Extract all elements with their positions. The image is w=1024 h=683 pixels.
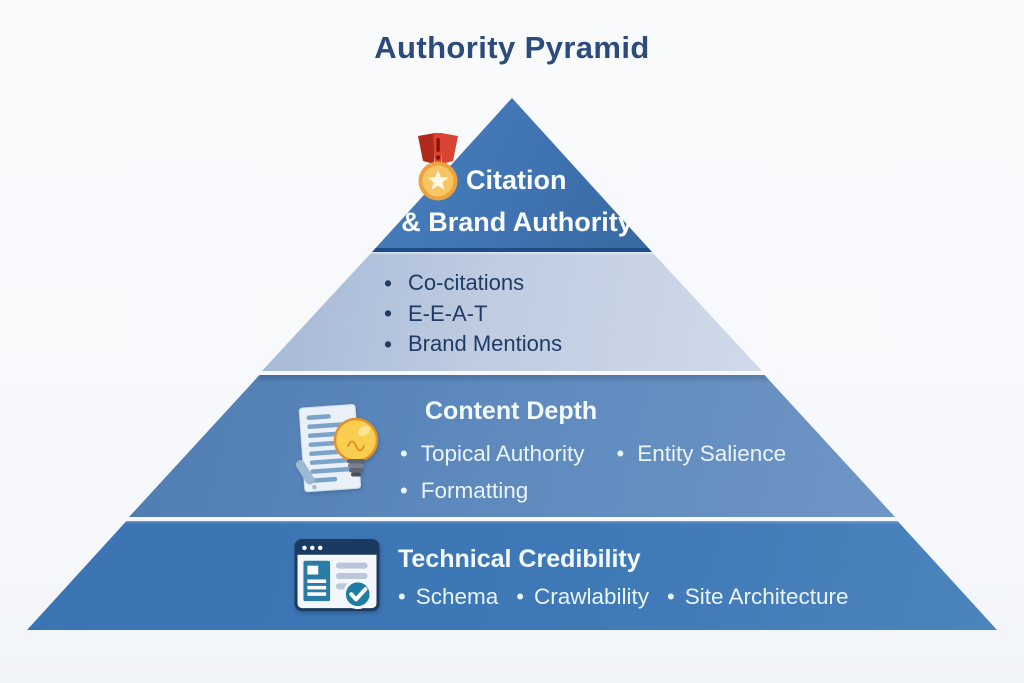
bullet-dot: • (666, 584, 675, 609)
bullet-dot: • (384, 330, 393, 357)
bullet-dot: • (384, 300, 393, 327)
tier-content-depth (129, 375, 895, 517)
bullet-dot: • (516, 584, 524, 609)
list-item: • Formatting (400, 476, 528, 506)
tier-technical-credibility (27, 521, 997, 630)
list-item: • Entity Salience (617, 439, 787, 469)
list-item: • Co-citations (384, 268, 562, 299)
tier-technical-heading: Technical Credibility (398, 545, 641, 573)
tier-top-heading-line2: & Brand Authority (401, 207, 633, 237)
list-item: • Schema (398, 582, 498, 612)
browser-checklist-icon (294, 539, 380, 612)
medal-icon (418, 133, 458, 201)
list-item-label: Co-citations (408, 270, 525, 296)
list-item: • Topical Authority (400, 439, 585, 469)
bullet-dot: • (400, 478, 408, 503)
content-bullet-row: • Topical Authority • Entity Salience (400, 439, 786, 469)
content-bullet-row: • Formatting (400, 476, 528, 506)
list-item-label: Crawlability (533, 584, 649, 609)
list-item-label: Topical Authority (420, 441, 585, 466)
list-item-label: Brand Mentions (408, 331, 563, 357)
list-item-label: Entity Salience (637, 441, 787, 466)
list-item-label: Site Architecture (684, 584, 849, 609)
bullet-dot: • (384, 269, 393, 296)
list-item: • Site Architecture (667, 582, 849, 612)
bullet-dot: • (398, 584, 406, 609)
authority-signals-list: • Co-citations • E-E-A-T • Brand Mention… (384, 268, 562, 360)
page-title: Authority Pyramid (374, 30, 650, 65)
tier-content-heading: Content Depth (425, 397, 598, 425)
list-item: • Brand Mentions (384, 329, 562, 360)
bullet-dot: • (616, 441, 625, 466)
list-item-label: Formatting (420, 478, 529, 503)
list-item: • Crawlability (516, 582, 649, 612)
tier-top-heading-line1: Citation (466, 165, 567, 195)
technical-bullet-row: • Schema • Crawlability • Site Architect… (398, 582, 849, 612)
document-lightbulb-icon (295, 403, 379, 493)
list-item: • E-E-A-T (384, 299, 562, 330)
list-item-label: E-E-A-T (408, 300, 488, 326)
bullet-dot: • (400, 441, 408, 466)
list-item-label: Schema (415, 584, 499, 609)
